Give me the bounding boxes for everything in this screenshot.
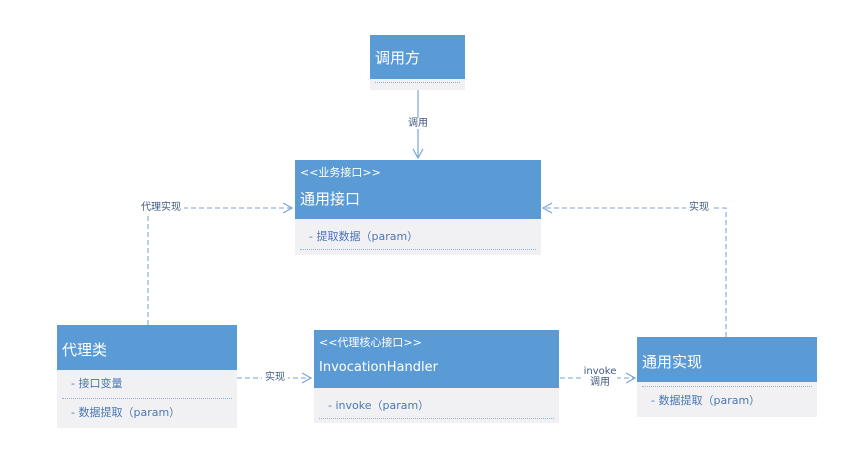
node-common-interface[interactable]: <<业务接口>> 通用接口 - 提取数据（param） <box>295 160 541 255</box>
node-proxy-class-attr-var: - 接口变量 <box>71 377 123 390</box>
node-common-interface-stereotype: <<业务接口>> <box>300 166 381 179</box>
node-caller[interactable]: 调用方 <box>370 35 465 90</box>
node-caller-title: 调用方 <box>375 49 421 67</box>
node-invocation-handler-attr: - invoke（param） <box>328 399 430 412</box>
edge-label-invoke: invoke <box>583 366 617 377</box>
node-proxy-class-separator <box>62 398 232 399</box>
node-proxy-class-attr-method: - 数据提取（param） <box>71 406 181 419</box>
node-common-impl-attr: - 数据提取（param） <box>651 394 761 407</box>
node-common-interface-separator <box>300 249 536 250</box>
node-invocation-handler[interactable]: <<代理核心接口>> InvocationHandler - invoke（pa… <box>314 330 559 423</box>
node-invocation-handler-stereotype: <<代理核心接口>> <box>319 336 422 349</box>
node-common-impl-separator <box>642 386 812 387</box>
node-proxy-class[interactable]: 代理类 - 接口变量 - 数据提取（param） <box>57 325 237 428</box>
edge-label-call: 调用 <box>405 118 431 129</box>
edge-label-invoke-call: invoke 调用 <box>583 366 617 388</box>
node-common-interface-header: <<业务接口>> 通用接口 <box>295 160 541 219</box>
node-proxy-class-header: 代理类 <box>57 325 237 370</box>
edge-label-impl-right: 实现 <box>686 202 712 213</box>
node-common-interface-attr: - 提取数据（param） <box>309 230 419 243</box>
node-proxy-class-title: 代理类 <box>62 341 108 359</box>
node-common-impl-header: 通用实现 <box>637 337 817 382</box>
node-invocation-handler-title: InvocationHandler <box>319 360 438 375</box>
node-common-interface-title: 通用接口 <box>300 190 361 208</box>
edge-label-impl-mid: 实现 <box>262 372 288 383</box>
node-invocation-handler-header: <<代理核心接口>> InvocationHandler <box>314 330 559 388</box>
node-caller-separator <box>375 82 460 83</box>
node-common-impl[interactable]: 通用实现 - 数据提取（param） <box>637 337 817 417</box>
node-caller-header: 调用方 <box>370 35 465 79</box>
node-invocation-handler-separator <box>319 418 554 419</box>
edge-proxy-implements <box>147 202 294 325</box>
node-common-impl-title: 通用实现 <box>642 353 703 371</box>
edge-label-proxy-implements: 代理实现 <box>138 202 184 213</box>
edge-impl-implements <box>541 202 727 337</box>
edge-label-invoke-call-cn: 调用 <box>590 377 610 388</box>
